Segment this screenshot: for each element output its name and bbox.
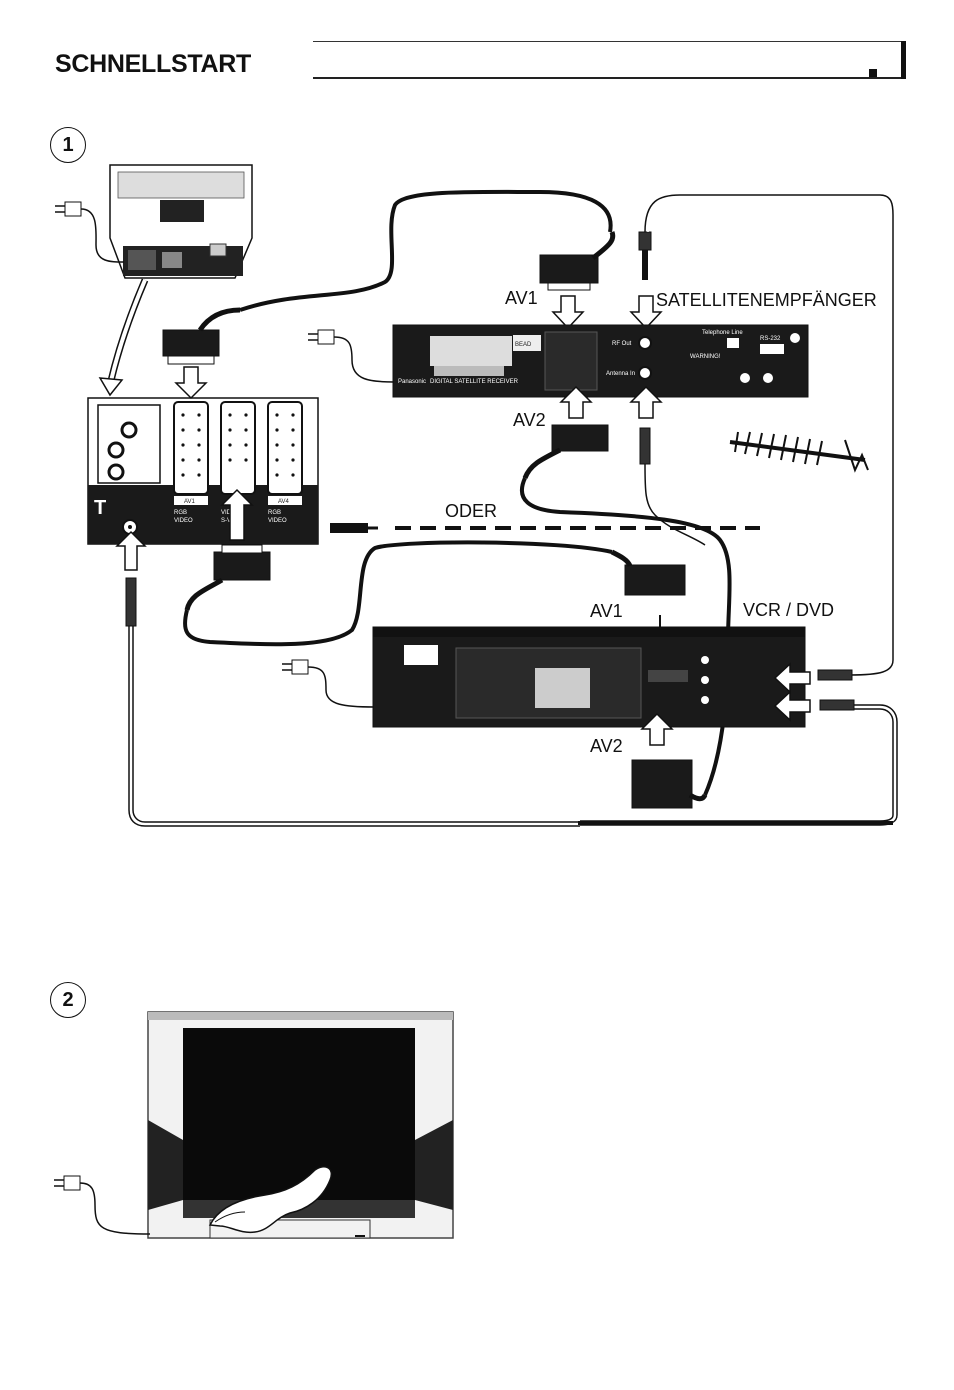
vcr-av1-label: AV1 [590,601,623,621]
scart-plug-vcr-av2 [632,760,705,808]
telephone-label: Telephone Line [702,330,743,336]
vcr-dvd-device [373,627,805,727]
tv-rgb-label-av4: RGB [268,510,281,516]
sat-av1-label: AV1 [505,288,538,308]
tv-av1-label: AV1 [184,499,196,505]
vcr-av2-label: AV2 [590,736,623,756]
rf-in-label: Antenna In [606,371,635,377]
vcr-dvd-label: VCR / DVD [743,600,834,620]
rf-out-label: RF Out [612,341,632,347]
model-label: DIGITAL SATELLITE RECEIVER [430,379,519,385]
bead-label: BEAD [515,342,532,348]
antenna-icon [730,432,868,470]
scart-plug-sat-av2 [525,425,608,478]
tv-av4-label: AV4 [278,499,290,505]
scart-plug-sat-av1 [540,232,613,290]
warning-label: WARNING! [690,354,721,360]
satellite-receiver: BEAD RF Out Antenna In WARNING! Telephon… [393,325,808,397]
scart-plug-tv-av1 [163,310,240,364]
power-plug-icon [282,660,374,707]
scart-plug-vcr-av1 [612,552,685,595]
sat-av2-label: AV2 [513,410,546,430]
brand-label: Panasonic [398,379,426,385]
tv-rear-view [110,165,252,278]
oder-label: ODER [445,501,497,521]
satellite-receiver-label: SATELLITENEMPFÄNGER [656,290,877,310]
scart-plug-tv-av2 [187,545,270,610]
power-plug-icon [308,330,394,382]
tv-connector-panel: AV1 AV4 RGB VIDEO VID S-V RGB VIDEO T [88,398,318,544]
tv-video-label: VIDEO [174,518,193,524]
svg-text:T: T [94,497,106,519]
tv-video-label-av4: VIDEO [268,518,287,524]
tv-rgb-label: RGB [174,510,187,516]
rs232-label: RS-232 [760,336,781,342]
power-plug-icon [54,1176,150,1234]
